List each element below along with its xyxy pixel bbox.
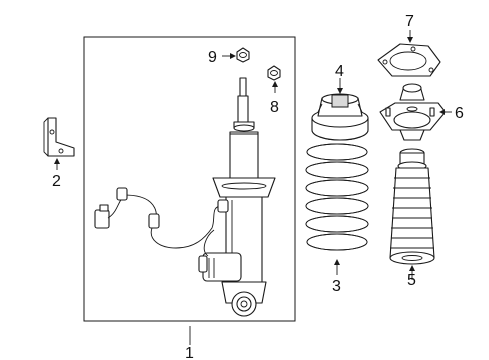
part-3-coil-spring [305, 143, 369, 251]
part-1-sensor-harness [94, 187, 229, 257]
part-6-strut-mount [379, 83, 446, 141]
callout-4: 4 [335, 63, 344, 80]
part-2-bracket [43, 117, 75, 157]
callout-5: 5 [407, 272, 416, 289]
arrow-9 [230, 53, 236, 59]
arrow-8 [272, 81, 278, 87]
callout-8: 8 [270, 99, 279, 116]
arrow-2 [54, 158, 60, 164]
part-7-upper-plate [377, 43, 441, 77]
callout-3: 3 [332, 278, 341, 295]
part-5-dust-boot [389, 148, 435, 265]
callout-9: 9 [208, 49, 217, 66]
arrow-3 [334, 259, 340, 265]
arrow-7 [407, 37, 413, 43]
part-1-shock-absorber [198, 77, 276, 317]
callout-7: 7 [405, 13, 414, 30]
callout-2: 2 [52, 173, 61, 190]
part-4-insulator [311, 93, 369, 141]
part-9-nut [236, 47, 250, 63]
arrow-6 [439, 109, 445, 115]
callout-1: 1 [185, 345, 194, 360]
arrow-5 [409, 265, 415, 271]
callout-6: 6 [455, 105, 464, 122]
assembly-frame [83, 36, 296, 322]
part-8-nut [267, 65, 281, 81]
arrow-4 [337, 88, 343, 94]
